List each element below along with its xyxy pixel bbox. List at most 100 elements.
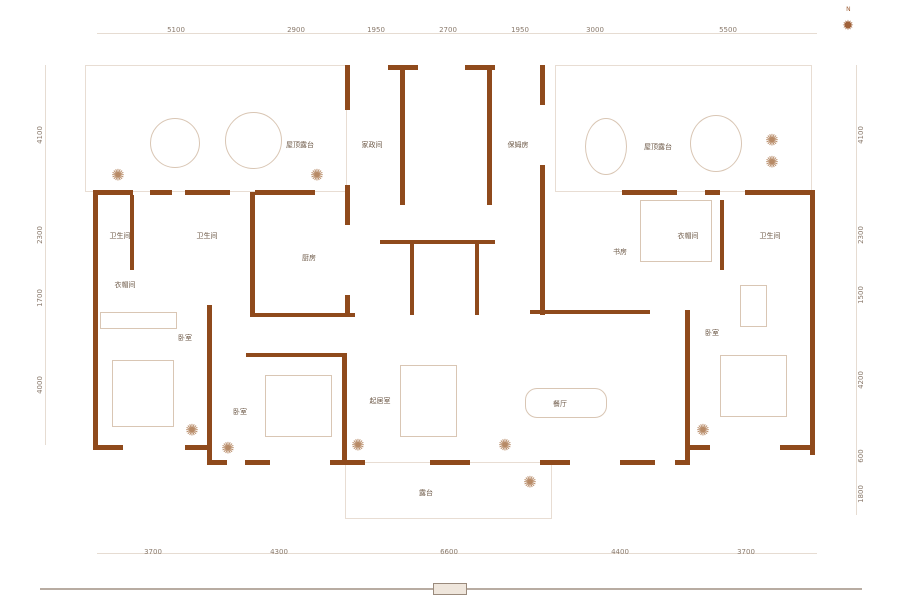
- room-label-bathroom: 卫生间: [759, 232, 781, 240]
- room-label-bedroom: 卧室: [705, 329, 719, 337]
- roof-terrace-right-outline: [555, 65, 812, 192]
- wall: [93, 445, 123, 450]
- wall: [345, 185, 350, 225]
- room-label-kitchen: 厨房: [302, 254, 316, 262]
- dim-right: 2300: [857, 226, 865, 244]
- wall: [745, 190, 815, 195]
- dim-bottom: 4400: [611, 548, 629, 556]
- wall: [780, 445, 815, 450]
- wall: [540, 65, 545, 105]
- wall: [250, 192, 255, 317]
- wall: [345, 65, 350, 110]
- room-label-closet: 衣帽间: [677, 232, 699, 240]
- plant-icon: ✺: [221, 438, 235, 458]
- wall: [622, 190, 677, 195]
- plant-icon: ✺: [765, 130, 779, 150]
- wall: [685, 445, 710, 450]
- wall: [465, 65, 495, 70]
- dim-left: 2300: [36, 226, 44, 244]
- room-label-bedroom: 卧室: [233, 408, 247, 416]
- wall: [685, 310, 690, 465]
- dim-bottom: 4300: [270, 548, 288, 556]
- room-label-study: 书房: [613, 248, 627, 256]
- room-label-nanny-room: 保姆房: [507, 141, 529, 149]
- closet-cabinets: [100, 312, 177, 329]
- room-label-bathroom: 卫生间: [109, 232, 131, 240]
- wall: [720, 200, 724, 270]
- umbrella: [585, 118, 627, 175]
- terrace-outline: [345, 462, 552, 519]
- room-label-closet: 衣帽间: [114, 281, 136, 289]
- closet-cabinets: [640, 200, 712, 262]
- room-label-dining-room: 餐厅: [553, 400, 567, 408]
- plant-icon: ✺: [765, 152, 779, 172]
- dim-top: 2700: [439, 26, 457, 34]
- wall: [246, 353, 346, 357]
- dim-bottom: 6600: [440, 548, 458, 556]
- dim-left: 1700: [36, 289, 44, 307]
- bed: [720, 355, 787, 417]
- desk: [740, 285, 767, 327]
- top-dimension-line: [97, 33, 817, 34]
- dim-right: 600: [857, 449, 865, 463]
- wall: [705, 190, 720, 195]
- plant-icon: ✺: [185, 420, 199, 440]
- wall: [250, 313, 355, 317]
- plant-icon: ✺: [523, 472, 537, 492]
- wall: [400, 65, 405, 205]
- wall: [342, 353, 347, 465]
- wall: [810, 190, 815, 455]
- room-label-roof-terrace-right: 屋顶露台: [644, 143, 672, 151]
- dim-left: 4000: [36, 376, 44, 394]
- dim-top: 1950: [367, 26, 385, 34]
- dim-right: 4200: [857, 371, 865, 389]
- room-label-roof-terrace-left: 屋顶露台: [286, 141, 314, 149]
- dim-top: 3000: [586, 26, 604, 34]
- room-label-bedroom: 卧室: [178, 334, 192, 342]
- room-label-terrace: 露台: [419, 489, 433, 497]
- plant-icon: ✺: [310, 165, 324, 185]
- wall: [675, 460, 690, 465]
- wall: [540, 165, 545, 315]
- wall: [93, 190, 133, 195]
- dining-round-table: [690, 115, 742, 172]
- dining-table: [525, 388, 607, 418]
- dim-bottom: 3700: [144, 548, 162, 556]
- plant-icon: ✺: [696, 420, 710, 440]
- wall: [540, 460, 570, 465]
- dim-right: 4100: [857, 126, 865, 144]
- dim-bottom: 3700: [737, 548, 755, 556]
- dim-top: 2900: [287, 26, 305, 34]
- dim-left: 4100: [36, 126, 44, 144]
- wall: [430, 460, 470, 465]
- dim-right: 1800: [857, 485, 865, 503]
- bed: [112, 360, 174, 427]
- wall: [475, 240, 479, 315]
- wall: [530, 310, 650, 314]
- wall: [620, 460, 655, 465]
- wall: [330, 460, 365, 465]
- room-label-housekeeping: 家政间: [361, 141, 383, 149]
- wall: [150, 190, 172, 195]
- logo-badge: [433, 583, 467, 595]
- left-dimension-line: [45, 65, 46, 445]
- wall: [410, 240, 414, 315]
- wall: [345, 295, 350, 315]
- dim-top: 5500: [719, 26, 737, 34]
- sofa-set: [400, 365, 457, 437]
- wall: [207, 305, 212, 465]
- wall: [255, 190, 315, 195]
- wall: [245, 460, 270, 465]
- plant-icon: ✺: [498, 435, 512, 455]
- dim-top: 1950: [511, 26, 529, 34]
- umbrella: [225, 112, 282, 169]
- plant-icon: ✺: [111, 165, 125, 185]
- wall: [487, 65, 492, 205]
- dim-right: 1500: [857, 286, 865, 304]
- bed: [265, 375, 332, 437]
- wall: [130, 195, 134, 270]
- dim-top: 5100: [167, 26, 185, 34]
- round-table: [150, 118, 200, 168]
- wall: [380, 240, 495, 244]
